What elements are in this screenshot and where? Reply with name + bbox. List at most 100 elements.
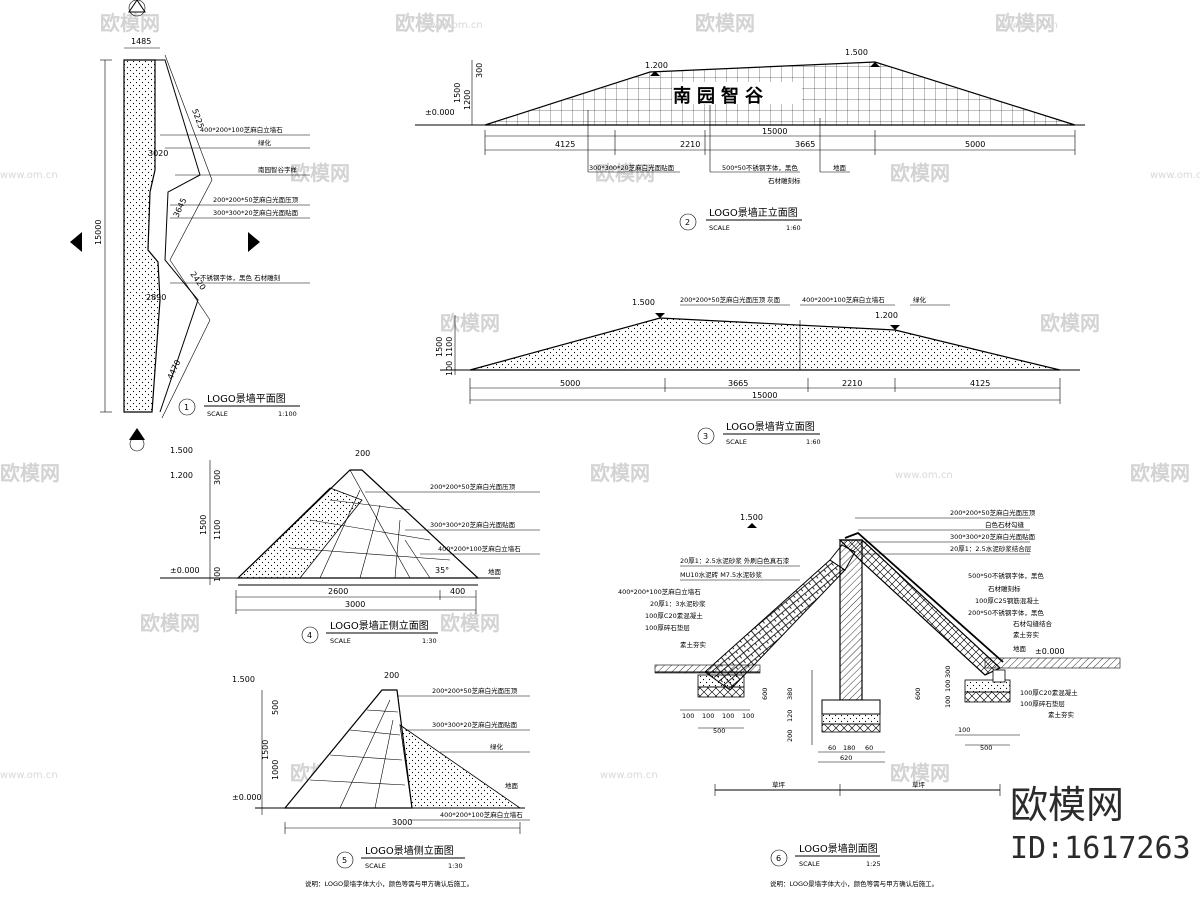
watermark: 欧模网 [590, 461, 650, 485]
back-scale-label: SCALE [726, 438, 747, 446]
front-note-4: 地面 [833, 163, 847, 172]
watermark-url: www.om.cn [600, 770, 658, 781]
section-note-left-1: 20厚1：2.5水泥砂浆 外刷白色真石漆 [680, 556, 790, 565]
side-note-2: 300*300*20芝麻白光面贴面 [432, 720, 518, 729]
section-dim-mid-3: 200 [786, 730, 794, 742]
section-note-right-9: 石材勾缝结合 [1013, 619, 1053, 628]
side-elev-1500: 1.500 [232, 675, 255, 684]
watermark: 欧模网 [0, 461, 60, 485]
plan-dim-2: 3020 [148, 149, 168, 158]
section-marker-icon [248, 232, 260, 252]
side-total-dim: 3000 [392, 818, 412, 827]
watermark-url: www.om.cn [0, 770, 58, 781]
watermark-url: www.om.cn [1000, 20, 1058, 31]
side-top-dim: 200 [384, 671, 399, 680]
back-vdim-1500: 1500 [435, 337, 444, 357]
section-footnote: 说明：LOGO景墙字体大小，颜色等需与甲方确认后施工。 [770, 879, 938, 888]
side-front-elev-0: ±0.000 [170, 566, 200, 575]
section-dim-right-3: 100 [944, 696, 952, 708]
watermark: 欧模网 [140, 611, 200, 635]
watermark: 欧模网 [1040, 311, 1100, 335]
side-front-angle: 35° [435, 566, 449, 575]
back-hdim-1: 5000 [560, 379, 580, 388]
front-vdim-1200: 1200 [463, 90, 472, 110]
section-dim-right-2: 100 [944, 680, 952, 692]
section-view: 1.500 ±0.000 20厚1：2.5水泥砂浆 外刷白色真石漆 MU10水泥… [618, 508, 1121, 888]
side-note-3: 绿化 [490, 742, 504, 751]
front-total-dim: 15000 [762, 127, 787, 136]
section-note-left-4: 20厚1：3水泥砂浆 [650, 599, 706, 608]
brand-id: ID:1617263 [1010, 831, 1191, 866]
watermark: 欧模网 [890, 161, 950, 185]
side-elev-0: ±0.000 [232, 793, 262, 802]
back-note-2: 400*200*100芝麻白立墙石 [802, 295, 885, 304]
section-note-right-1: 200*200*50芝麻白光面压顶 [950, 508, 1036, 517]
section-dim-right-5: 100 [958, 726, 970, 734]
front-vdim-300: 300 [475, 63, 484, 78]
side-view-number: 5 [342, 856, 347, 865]
watermark: 欧模网 [100, 11, 160, 35]
section-dim-mid-1: 380 [786, 688, 794, 700]
watermark: 欧模网 [1130, 461, 1190, 485]
back-vdim-100: 100 [445, 361, 454, 376]
section-elev-1500: 1.500 [740, 513, 763, 522]
back-view-number: 3 [703, 432, 708, 441]
plan-note-1: 400*200*100芝麻白立墙石 [200, 125, 283, 134]
front-scale: 1:60 [786, 224, 801, 232]
front-elev-0: ±0.000 [425, 108, 455, 117]
section-scale: 1:25 [866, 860, 881, 868]
section-note-right-8: 200*50不锈钢字体，黑色 [968, 608, 1044, 617]
side-front-vdim-100: 100 [213, 567, 222, 582]
north-arrow-icon [128, 0, 146, 13]
back-elev-1500: 1.500 [632, 298, 655, 307]
section-dim-left-5: 500 [713, 727, 725, 735]
section-note-left-7: 素土夯实 [680, 640, 707, 649]
section-dim-right-6: 500 [980, 744, 992, 752]
section-dim-mid-2: 120 [786, 710, 794, 722]
brand-stamp: 欧模网 ID:1617263 [1010, 783, 1191, 866]
section-dim-right-1: 600 [914, 688, 922, 700]
section-note-right-7: 100厚C25钢筋混凝土 [975, 596, 1040, 605]
side-vdim-500: 500 [271, 700, 280, 715]
watermark: 欧模网 [395, 11, 455, 35]
plan-dim-6: 4470 [166, 359, 183, 381]
side-vdim-1000: 1000 [271, 760, 280, 780]
section-note-right-3: 300*300*20芝麻白光面贴面 [950, 532, 1036, 541]
section-note-right-5: 500*50不锈钢字体，黑色 [968, 571, 1044, 580]
section-dim-left-3: 100 [722, 712, 734, 720]
section-view-title: LOGO景墙剖面图 [799, 842, 878, 855]
side-note-4: 地面 [505, 781, 519, 790]
section-note-left-5: 100厚C20素混凝土 [645, 611, 703, 620]
section-dim-mid-7: 620 [840, 754, 852, 762]
back-note-3: 绿化 [913, 295, 927, 304]
plan-note-4: 200*200*50芝麻白光面压顶 [213, 195, 299, 204]
watermark-url: www.om.cn [895, 470, 953, 481]
section-scale-label: SCALE [799, 860, 820, 868]
side-front-vdim-1500: 1500 [199, 515, 208, 535]
back-elevation: 1500 1100 100 1.500 1.200 200*200*50芝麻白光… [435, 295, 1080, 446]
side-front-view-number: 4 [307, 631, 312, 640]
watermark-layer: 欧模网 欧模网 欧模网 欧模网 欧模网 欧模网 欧模网 欧模网 欧模网 欧模网 … [0, 11, 1200, 785]
side-front-scale: 1:30 [422, 637, 437, 645]
section-note-right-2: 白色石材勾缝 [985, 520, 1025, 529]
side-front-hdim-1: 2600 [328, 587, 348, 596]
front-hdim-3: 3665 [795, 140, 815, 149]
section-note-right-4: 20厚1：2.5水泥砂浆结合层 [950, 544, 1032, 553]
front-view-number: 2 [685, 218, 690, 227]
front-scale-label: SCALE [709, 224, 730, 232]
back-view-title: LOGO景墙背立面图 [726, 420, 815, 433]
section-dim-left-6: 600 [761, 688, 769, 700]
section-dim-mid-5: 180 [843, 744, 855, 752]
side-vdim-1500: 1500 [261, 740, 270, 760]
back-vdim-1100: 1100 [445, 337, 454, 357]
side-scale: 1:30 [448, 862, 463, 870]
back-hdim-2: 3665 [728, 379, 748, 388]
plan-scale: 1:100 [278, 410, 297, 418]
plan-note-2: 绿化 [258, 138, 272, 147]
plan-note-3: 南园智谷字样 [258, 165, 298, 174]
brand-name: 欧模网 [1010, 783, 1124, 827]
watermark: 欧模网 [290, 161, 350, 185]
section-dim-mid-6: 60 [865, 744, 873, 752]
section-view-number: 6 [776, 854, 781, 863]
front-note-2: 500*50不锈钢字体，黑色 [722, 163, 798, 172]
